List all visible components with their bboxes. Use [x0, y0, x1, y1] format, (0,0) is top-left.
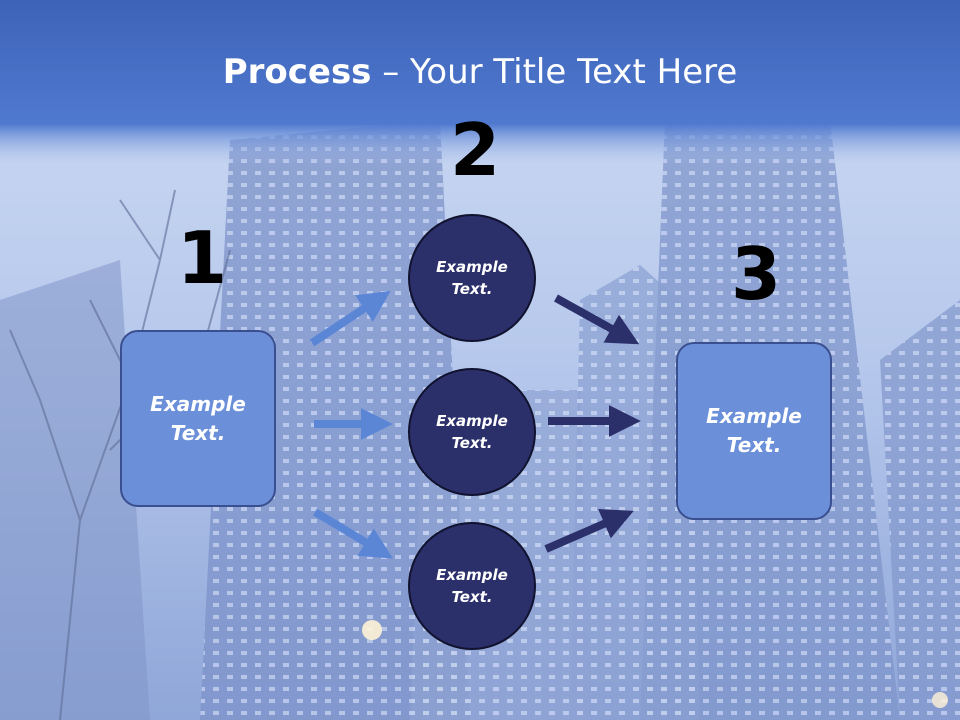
step-number-3: 3 — [731, 232, 782, 316]
left-box[interactable]: Example Text. — [120, 330, 276, 507]
circle-top[interactable]: Example Text. — [408, 214, 536, 342]
title-bold: Process — [222, 52, 372, 92]
right-box[interactable]: Example Text. — [676, 342, 832, 520]
circle-bottom[interactable]: Example Text. — [408, 522, 536, 650]
circle-middle[interactable]: Example Text. — [408, 368, 536, 496]
title-rest: – Your Title Text Here — [371, 52, 738, 92]
step-number-2: 2 — [450, 108, 501, 192]
step-number-1: 1 — [177, 216, 228, 300]
slide-title: Process – Your Title Text Here — [0, 52, 960, 92]
